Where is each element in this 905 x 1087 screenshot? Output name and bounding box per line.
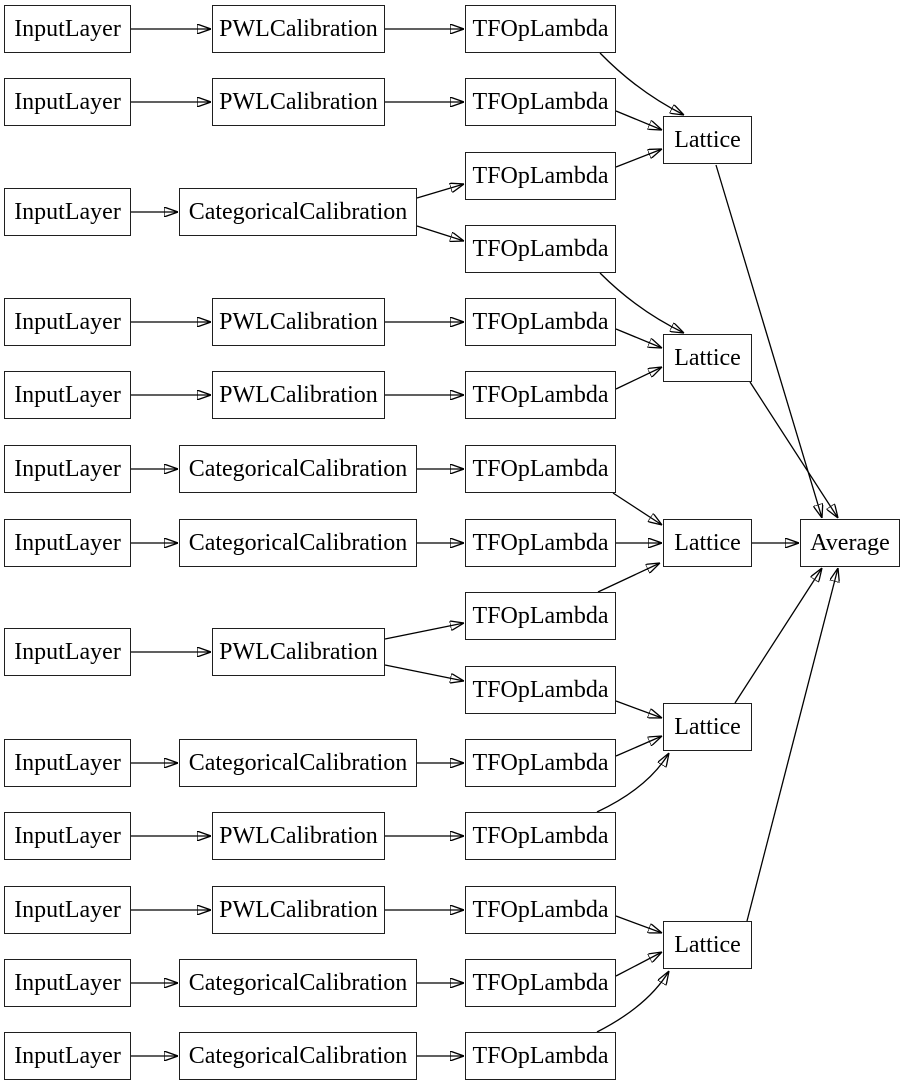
graph-node-cat-3: CategoricalCalibration <box>179 188 417 236</box>
graph-node-tfop-15: TFOpLambda <box>465 1032 616 1080</box>
graph-node-tfop-10: TFOpLambda <box>465 666 616 714</box>
edge-tfop-2--lattice-1 <box>615 110 662 130</box>
edge-tfop-7--lattice-3 <box>612 492 662 525</box>
edge-tfop-4--lattice-2 <box>599 272 684 333</box>
edge-tfop-10--lattice-4 <box>615 700 662 718</box>
graph-node-cat-6: CategoricalCalibration <box>179 445 417 493</box>
graph-node-input-9: InputLayer <box>4 739 131 787</box>
edge-tfop-5--lattice-2 <box>615 328 662 348</box>
graph-node-lattice-3: Lattice <box>663 519 752 567</box>
graph-node-tfop-6: TFOpLambda <box>465 371 616 419</box>
graph-node-tfop-3: TFOpLambda <box>465 152 616 200</box>
graph-node-cat-9: CategoricalCalibration <box>179 739 417 787</box>
graph-node-pwl-10: PWLCalibration <box>212 812 385 860</box>
edge-lattice-1--average <box>715 164 822 518</box>
graph-node-tfop-12: TFOpLambda <box>465 812 616 860</box>
edge-tfop-12--lattice-4 <box>596 753 669 813</box>
edge-lattice-5--average <box>746 568 838 922</box>
graph-node-tfop-1: TFOpLambda <box>465 5 616 53</box>
graph-node-lattice-1: Lattice <box>663 116 752 164</box>
graph-node-tfop-7: TFOpLambda <box>465 445 616 493</box>
edge-tfop-13--lattice-5 <box>615 915 662 933</box>
graph-node-input-3: InputLayer <box>4 188 131 236</box>
graph-node-input-4: InputLayer <box>4 298 131 346</box>
edge-lattice-2--average <box>749 381 838 518</box>
graph-node-cat-13: CategoricalCalibration <box>179 1032 417 1080</box>
graph-node-lattice-5: Lattice <box>663 921 752 969</box>
edge-tfop-3--lattice-1 <box>615 149 662 168</box>
graph-node-lattice-4: Lattice <box>663 703 752 751</box>
graph-node-tfop-8: TFOpLambda <box>465 519 616 567</box>
edge-tfop-6--lattice-2 <box>615 367 662 390</box>
graph-node-input-2: InputLayer <box>4 78 131 126</box>
graph-node-tfop-13: TFOpLambda <box>465 886 616 934</box>
edge-pwl-8--tfop-10 <box>384 664 464 681</box>
graph-node-input-8: InputLayer <box>4 628 131 676</box>
graph-node-cat-12: CategoricalCalibration <box>179 959 417 1007</box>
graph-node-tfop-5: TFOpLambda <box>465 298 616 346</box>
graph-node-input-12: InputLayer <box>4 959 131 1007</box>
graph-node-average: Average <box>800 519 900 567</box>
graph-node-pwl-5: PWLCalibration <box>212 371 385 419</box>
graph-node-input-10: InputLayer <box>4 812 131 860</box>
graph-node-tfop-14: TFOpLambda <box>465 959 616 1007</box>
graph-node-input-11: InputLayer <box>4 886 131 934</box>
edge-lattice-4--average <box>734 568 822 704</box>
edge-tfop-9--lattice-3 <box>597 563 660 593</box>
graph-node-pwl-8: PWLCalibration <box>212 628 385 676</box>
graph-node-input-13: InputLayer <box>4 1032 131 1080</box>
graph-node-input-1: InputLayer <box>4 5 131 53</box>
graph-node-tfop-4: TFOpLambda <box>465 225 616 273</box>
edge-cat-3--tfop-3 <box>416 184 464 199</box>
edge-tfop-11--lattice-4 <box>615 736 662 757</box>
edge-tfop-14--lattice-5 <box>615 952 662 977</box>
graph-node-input-7: InputLayer <box>4 519 131 567</box>
graph-node-tfop-9: TFOpLambda <box>465 592 616 640</box>
edge-tfop-1--lattice-1 <box>599 52 684 115</box>
edge-pwl-8--tfop-9 <box>384 623 464 640</box>
graph-node-input-5: InputLayer <box>4 371 131 419</box>
graph-node-tfop-2: TFOpLambda <box>465 78 616 126</box>
graph-node-cat-7: CategoricalCalibration <box>179 519 417 567</box>
graph-node-pwl-4: PWLCalibration <box>212 298 385 346</box>
graph-node-tfop-11: TFOpLambda <box>465 739 616 787</box>
graph-node-lattice-2: Lattice <box>663 334 752 382</box>
graph-node-input-6: InputLayer <box>4 445 131 493</box>
graph-node-pwl-1: PWLCalibration <box>212 5 385 53</box>
graph-node-pwl-11: PWLCalibration <box>212 886 385 934</box>
edge-tfop-15--lattice-5 <box>596 971 669 1033</box>
edge-cat-3--tfop-4 <box>416 225 464 241</box>
graph-node-pwl-2: PWLCalibration <box>212 78 385 126</box>
